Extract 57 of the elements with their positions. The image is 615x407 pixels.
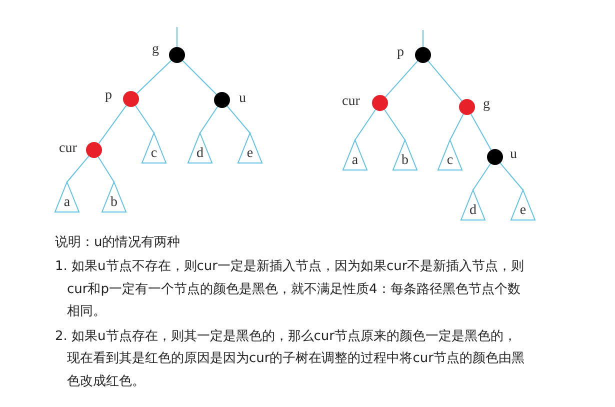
subtree-label: c	[446, 153, 454, 169]
subtree-triangle	[393, 140, 417, 170]
subtree-label: c	[150, 146, 158, 162]
subtree-label: a	[62, 195, 72, 211]
tree-edge	[66, 156, 90, 182]
note-heading: 说明：u的情况有两种	[55, 234, 182, 252]
subtree-triangle	[188, 133, 212, 163]
node-label: u	[510, 147, 517, 163]
subtree-label: d	[196, 146, 204, 162]
tree-node-circle	[86, 142, 102, 158]
node-label: p	[397, 45, 404, 61]
tree-node-circle	[214, 92, 230, 108]
node-label: g	[152, 42, 159, 58]
tree-node-circle	[459, 99, 475, 115]
tree-node-circle	[123, 91, 139, 107]
subtree-triangle	[511, 190, 535, 220]
subtree-triangle	[238, 133, 262, 163]
node-label: p	[105, 88, 112, 104]
tree-edge	[384, 109, 406, 140]
subtree-label: a	[350, 153, 360, 169]
node-label: g	[483, 97, 490, 113]
tree-edge	[422, 30, 424, 48]
tree-edge	[134, 105, 154, 134]
tree-edge	[472, 163, 492, 190]
tree-edge	[200, 106, 218, 134]
tree-edge	[98, 156, 114, 182]
node-label: u	[239, 91, 246, 107]
tree-edge	[428, 60, 462, 102]
subtree-label: b	[400, 153, 410, 169]
tree-edge	[470, 113, 492, 151]
subtree-triangle	[55, 182, 79, 212]
tree-node-circle	[372, 95, 388, 111]
tree-edge	[500, 162, 524, 190]
subtree-label: e	[518, 203, 528, 219]
subtree-triangle	[461, 190, 485, 220]
node-label: cur	[342, 94, 360, 110]
subtree-label: d	[468, 203, 478, 219]
subtree-label: b	[110, 195, 118, 211]
tree-edge	[182, 60, 217, 95]
tree-node-circle	[487, 149, 503, 165]
subtree-triangle	[343, 140, 367, 170]
subtree-label: e	[246, 146, 254, 162]
tree-edge	[98, 104, 127, 144]
subtree-triangle	[102, 182, 126, 212]
note-paragraph: 2. 如果u节点存在，则其一定是黑色的，那么cur节点原来的颜色一定是黑色的，现在看到其是红色的原因是因为cur的子树在调整的过程中将cur节点的颜色由黑色改成红色。	[55, 328, 525, 390]
tree-node-circle	[415, 47, 431, 63]
tree-edge	[226, 106, 250, 134]
subtree-triangle	[142, 133, 166, 163]
tree-edge	[176, 26, 178, 48]
subtree-triangle	[438, 140, 462, 170]
tree-edge	[136, 60, 172, 94]
node-label: cur	[59, 141, 77, 157]
note-paragraph: 1. 如果u节点不存在，则cur一定是新插入节点，因为如果cur不是新插入节点，则cur和p一定有一个节点的颜色是黑色，就不满足性质4：每条路径黑色节点个数相同。	[55, 258, 525, 321]
tree-node-circle	[169, 47, 185, 63]
tree-edge	[384, 60, 418, 98]
tree-edge	[354, 109, 376, 140]
tree-edge	[450, 114, 464, 140]
